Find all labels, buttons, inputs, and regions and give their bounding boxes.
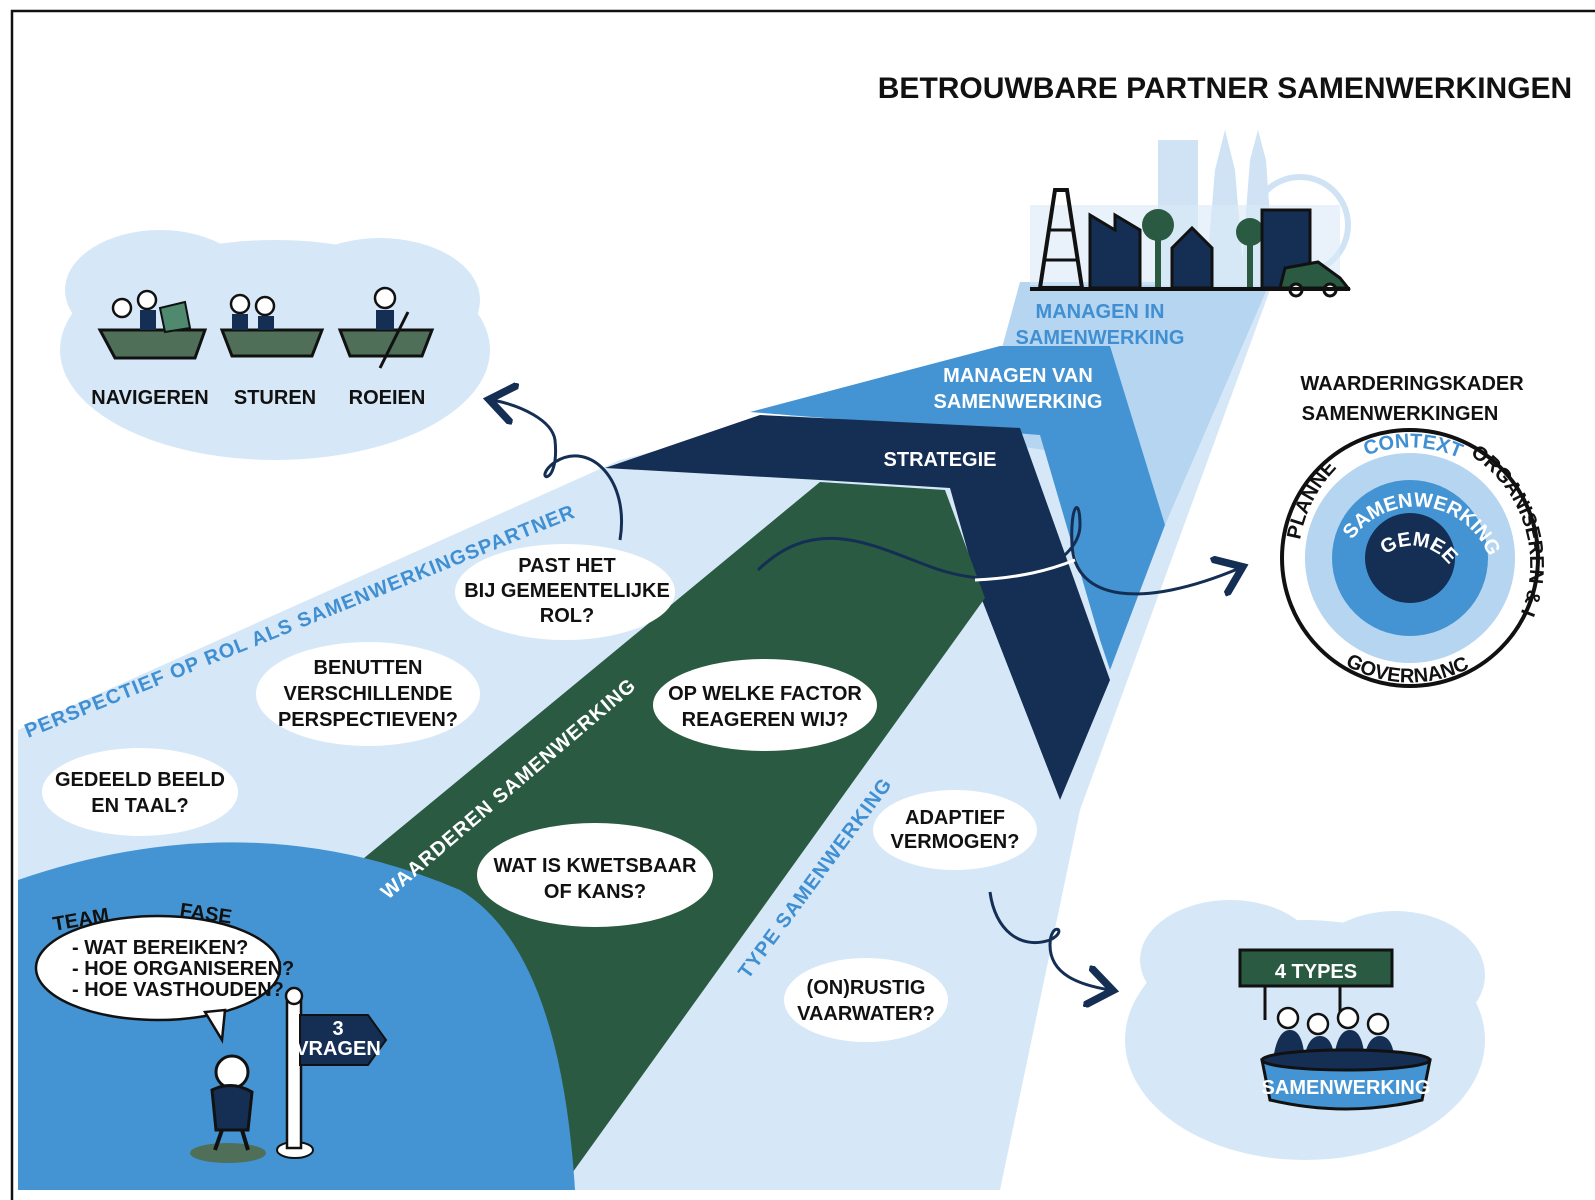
band-type <box>540 595 1060 1190</box>
cloud-factor: OP WELKE FACTOR REAGEREN WIJ? <box>653 659 877 751</box>
svg-text:SAMENWERKING: SAMENWERKING <box>1262 1077 1431 1099</box>
signpost-icon: 3 VRAGEN <box>276 986 388 1159</box>
label-strategie: STRATEGIE <box>884 449 997 471</box>
cloud-past-het: PAST HET BIJ GEMEENTELIJKE ROL? <box>455 544 675 640</box>
svg-text:BIJ GEMEENTELIJKE: BIJ GEMEENTELIJKE <box>464 580 670 602</box>
label-managen-van-1: MANAGEN VAN <box>943 365 1093 387</box>
svg-text:ADAPTIEF: ADAPTIEF <box>905 807 1005 829</box>
svg-text:- HOE VASTHOUDEN?: - HOE VASTHOUDEN? <box>72 979 284 1001</box>
label-managen-in-2: SAMENWERKING <box>1016 327 1185 349</box>
speech-bubble: - WAT BEREIKEN? - HOE ORGANISEREN? - HOE… <box>34 914 294 1044</box>
kader-title-2: SAMENWERKINGEN <box>1302 403 1499 425</box>
svg-text:ROL?: ROL? <box>540 605 594 627</box>
layer-strategie <box>605 415 1110 800</box>
kader-title-1: WAARDERINGSKADER <box>1300 373 1524 395</box>
types-tub: SAMENWERKING <box>1260 1048 1432 1111</box>
cloud-kwetsbaar: WAT IS KWETSBAAR OF KANS? <box>477 823 713 927</box>
layer-managen-van <box>750 346 1165 670</box>
svg-text:GEDEELD BEELD: GEDEELD BEELD <box>55 769 225 791</box>
cloud-benutten: BENUTTEN VERSCHILLENDE PERSPECTIEVEN? <box>256 642 480 746</box>
svg-text:- WAT BEREIKEN?: - WAT BEREIKEN? <box>72 937 248 959</box>
svg-text:VAARWATER?: VAARWATER? <box>797 1003 935 1025</box>
svg-text:OP WELKE FACTOR: OP WELKE FACTOR <box>668 683 862 705</box>
arrow-to-types <box>988 891 1110 990</box>
svg-text:VERMOGEN?: VERMOGEN? <box>891 831 1020 853</box>
boat-label-sturen: STUREN <box>234 387 316 409</box>
svg-text:OF KANS?: OF KANS? <box>544 881 646 903</box>
person-icon <box>190 1054 266 1163</box>
svg-text:BENUTTEN: BENUTTEN <box>314 657 423 679</box>
label-managen-in-1: MANAGEN IN <box>1036 301 1165 323</box>
svg-text:EN TAAL?: EN TAAL? <box>91 795 188 817</box>
svg-text:PAST HET: PAST HET <box>518 555 615 577</box>
svg-text:VERSCHILLENDE: VERSCHILLENDE <box>284 683 453 705</box>
kader-diagram <box>1280 428 1540 688</box>
svg-text:3: 3 <box>332 1018 343 1040</box>
boat-navigeren-icon <box>97 289 208 360</box>
boat-label-roeien: ROEIEN <box>349 387 426 409</box>
cloud-adaptief: ADAPTIEF VERMOGEN? <box>873 790 1037 870</box>
cloud-gedeeld: GEDEELD BEELD EN TAAL? <box>42 748 238 836</box>
arrow-to-boats <box>492 400 623 541</box>
svg-text:REAGEREN WIJ?: REAGEREN WIJ? <box>682 709 849 731</box>
cloud-rustig: (ON)RUSTIG VAARWATER? <box>784 958 948 1042</box>
svg-text:WAT IS KWETSBAAR: WAT IS KWETSBAAR <box>494 855 698 877</box>
svg-text:VRAGEN: VRAGEN <box>295 1038 381 1060</box>
label-managen-van-2: SAMENWERKING <box>934 391 1103 413</box>
svg-text:4 TYPES: 4 TYPES <box>1275 961 1357 983</box>
boat-label-navigeren: NAVIGEREN <box>91 387 208 409</box>
boat-roeien-icon <box>337 286 435 369</box>
svg-text:(ON)RUSTIG: (ON)RUSTIG <box>807 977 926 999</box>
arrow-to-kader <box>756 506 1240 594</box>
city-skyline-icon <box>1030 130 1352 298</box>
arrow-highlight <box>974 558 1076 582</box>
boat-sturen-icon <box>219 293 325 358</box>
svg-text:- HOE ORGANISEREN?: - HOE ORGANISEREN? <box>72 958 294 980</box>
types-cloud <box>1125 900 1485 1160</box>
page-title: BETROUWBARE PARTNER SAMENWERKINGEN <box>878 72 1572 105</box>
svg-text:PERSPECTIEVEN?: PERSPECTIEVEN? <box>278 709 458 731</box>
